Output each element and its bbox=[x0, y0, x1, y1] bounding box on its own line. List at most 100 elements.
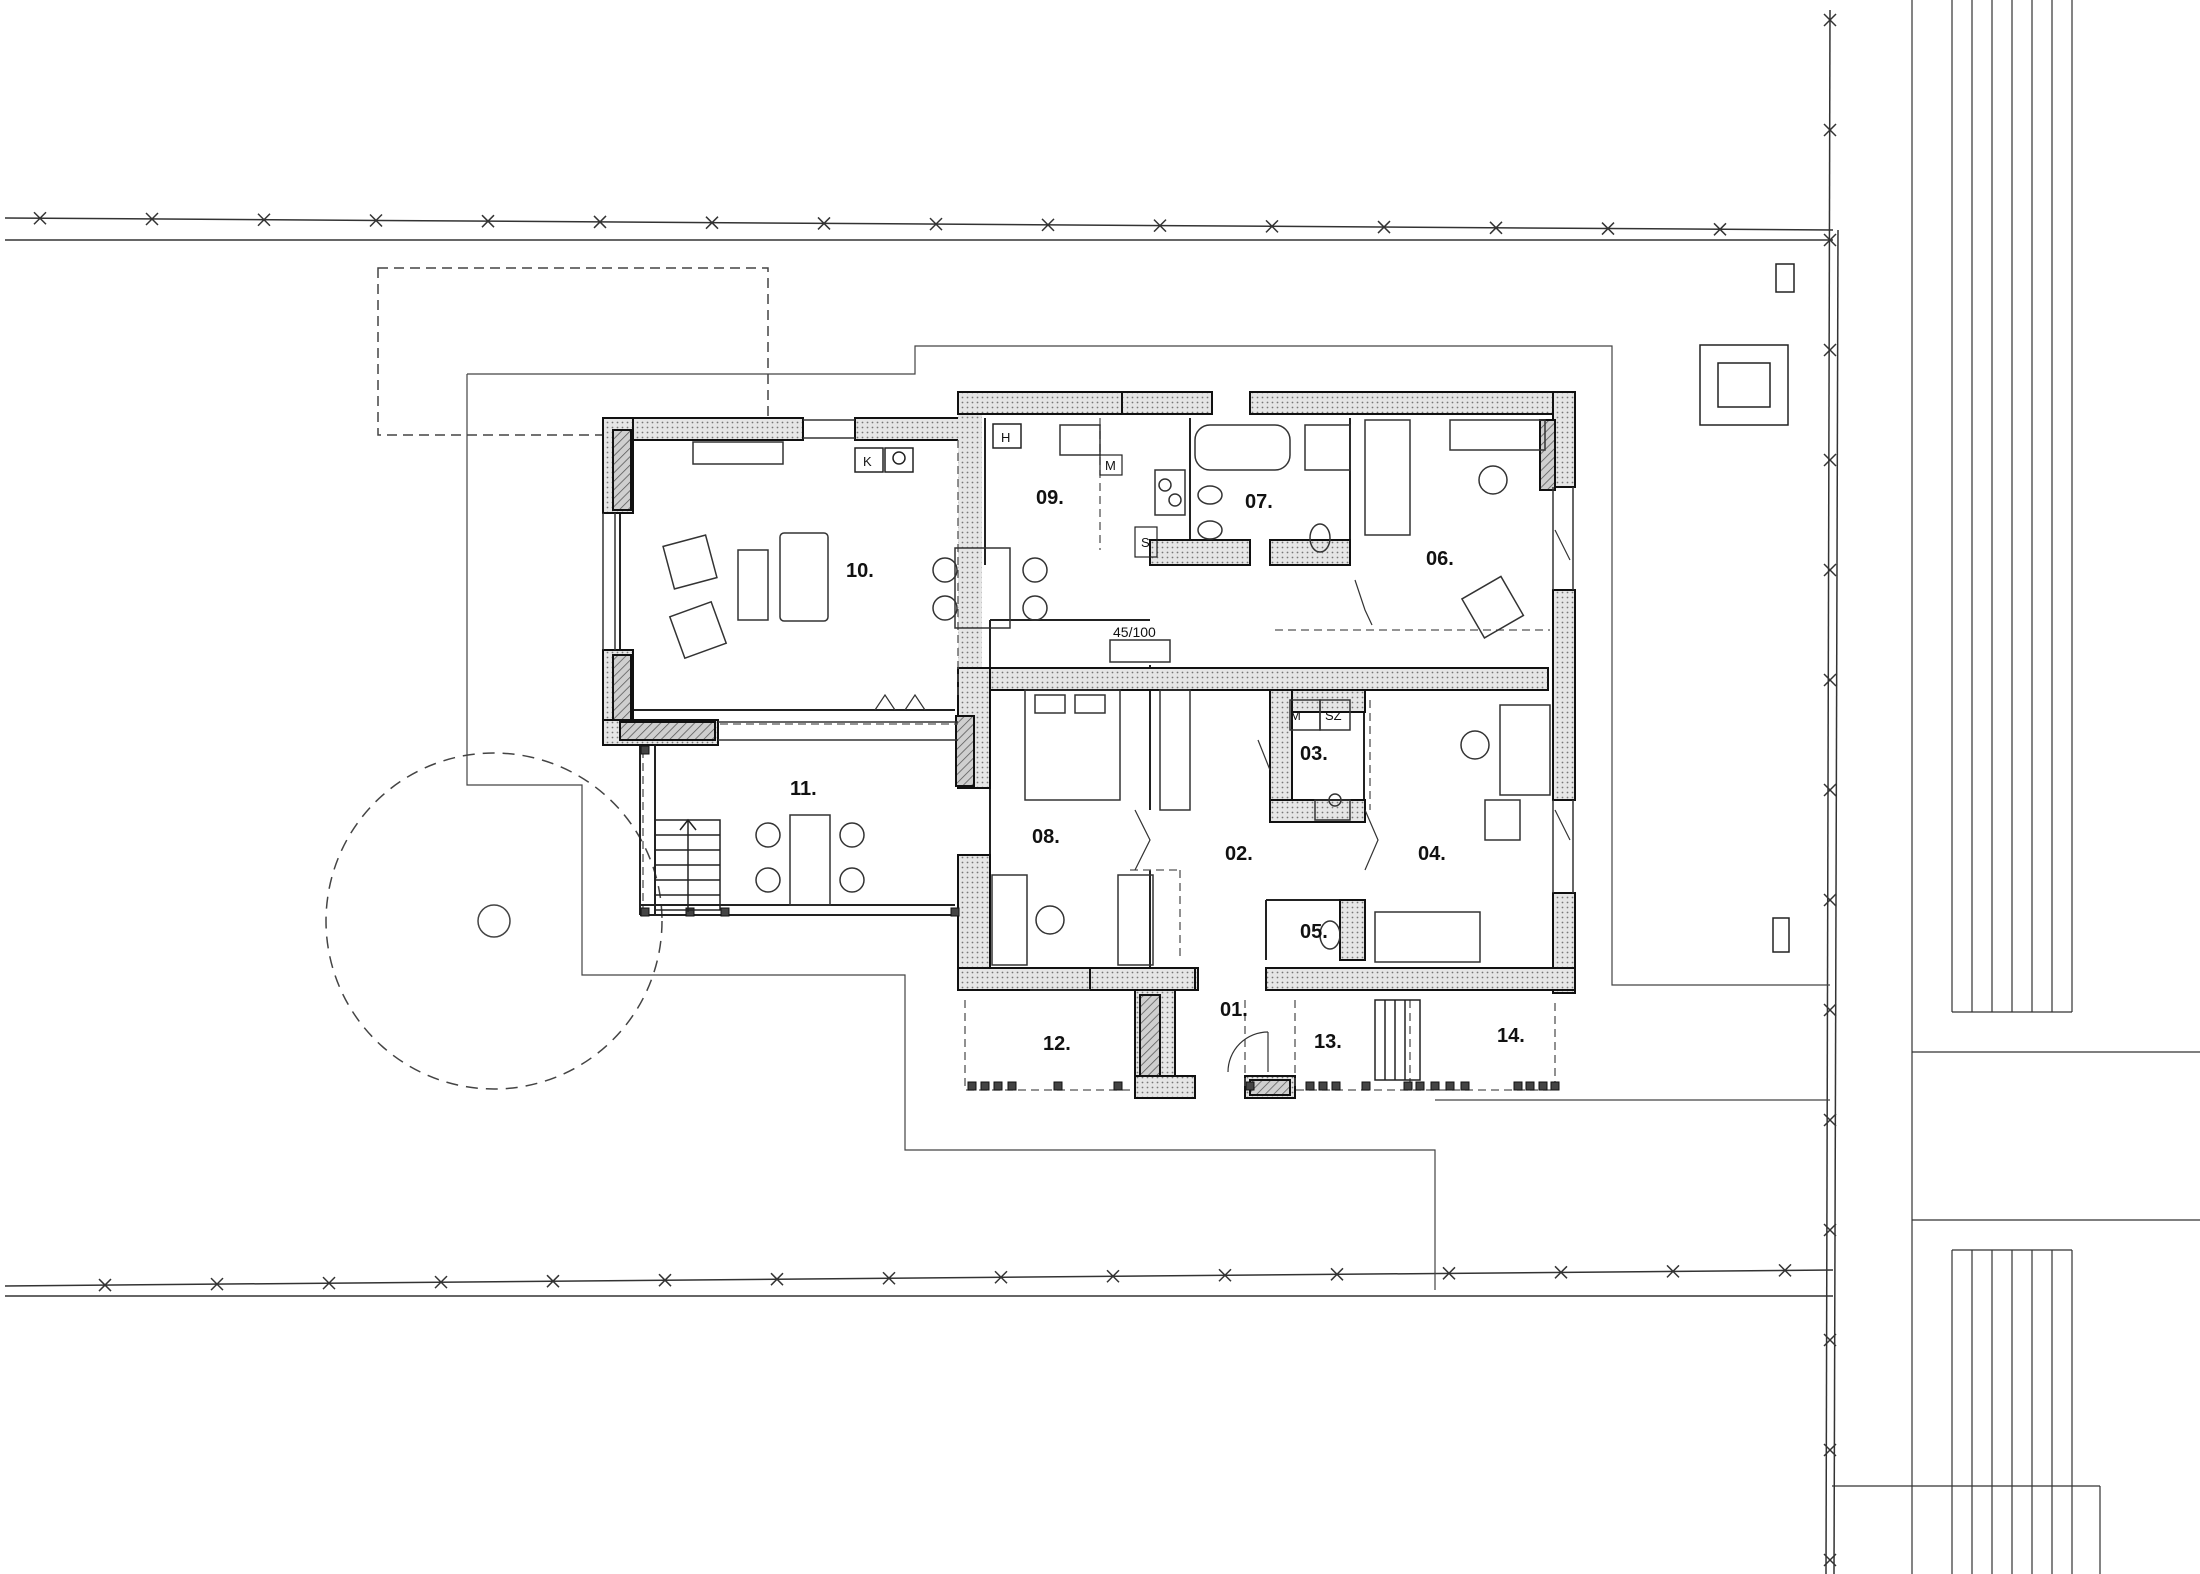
glazing bbox=[602, 419, 1574, 991]
terrace-post bbox=[1318, 1081, 1328, 1091]
fence-x-marker bbox=[1823, 1553, 1837, 1567]
terrace-post bbox=[685, 907, 695, 917]
fence-x-marker bbox=[1713, 222, 1727, 236]
terrace-post bbox=[1550, 1081, 1560, 1091]
terrace-post bbox=[1525, 1081, 1535, 1091]
fence-bottom bbox=[4, 1269, 1834, 1297]
fixture-labels: H K M S M SZ bbox=[854, 423, 1342, 723]
terrace-post bbox=[950, 907, 960, 917]
furniture bbox=[662, 419, 1551, 966]
fence-x-marker bbox=[1330, 1267, 1344, 1281]
fixture-sz-label: SZ bbox=[1325, 708, 1342, 723]
site-objects bbox=[1699, 263, 1795, 953]
fence-x-marker bbox=[1823, 233, 1837, 247]
window-dimension-label: 45/100 bbox=[1113, 624, 1156, 640]
fixture-s-label: S bbox=[1141, 535, 1150, 550]
room-14-label: 14. bbox=[1497, 1025, 1525, 1047]
fence-x-marker bbox=[145, 212, 159, 226]
room-01-label: 01. bbox=[1220, 999, 1248, 1021]
terrace-post bbox=[993, 1081, 1003, 1091]
terrace-post bbox=[1415, 1081, 1425, 1091]
terrace-post bbox=[1361, 1081, 1371, 1091]
fence-x-marker bbox=[994, 1270, 1008, 1284]
fence-x-marker bbox=[322, 1276, 336, 1290]
fence-x-marker bbox=[98, 1278, 112, 1292]
fence-x-marker bbox=[1041, 218, 1055, 232]
terrace-post bbox=[1445, 1081, 1455, 1091]
fence-x-marker bbox=[658, 1273, 672, 1287]
room-08-label: 08. bbox=[1032, 826, 1060, 848]
fixture-m2-label: M bbox=[1290, 708, 1301, 723]
door-swings bbox=[874, 529, 1571, 1073]
terrace-posts bbox=[640, 745, 1560, 1091]
fence-x-marker bbox=[1265, 219, 1279, 233]
terrace-post bbox=[1113, 1081, 1123, 1091]
fence-x-marker bbox=[481, 214, 495, 228]
fence-x-marker bbox=[817, 216, 831, 230]
fence-x-marker bbox=[1823, 673, 1837, 687]
terrace-post bbox=[1331, 1081, 1341, 1091]
fence-x-marker bbox=[1377, 220, 1391, 234]
terrace-post bbox=[1513, 1081, 1523, 1091]
fence-x-marker bbox=[434, 1275, 448, 1289]
terrace-post bbox=[1245, 1081, 1255, 1091]
tree-symbol bbox=[325, 752, 663, 1090]
fence-x-marker bbox=[705, 216, 719, 230]
terrace-post bbox=[640, 907, 650, 917]
fence-x-marker bbox=[929, 217, 943, 231]
road-area bbox=[1832, 0, 2200, 1574]
room-09-label: 09. bbox=[1036, 487, 1064, 509]
terrace-post bbox=[1430, 1081, 1440, 1091]
room-04-label: 04. bbox=[1418, 843, 1446, 865]
fence-x-marker bbox=[1823, 1113, 1837, 1127]
room-02-label: 02. bbox=[1225, 843, 1253, 865]
fence-x-marker bbox=[1823, 1333, 1837, 1347]
fence-x-marker bbox=[210, 1277, 224, 1291]
fence-x-marker bbox=[257, 213, 271, 227]
fixture-k-label: K bbox=[863, 454, 872, 469]
room-12-label: 12. bbox=[1043, 1033, 1071, 1055]
fence-x-marker bbox=[1823, 13, 1837, 27]
paving-outline bbox=[466, 345, 1830, 1290]
terrace-post bbox=[1007, 1081, 1017, 1091]
fence-x-marker bbox=[1489, 221, 1503, 235]
fence-x-marker bbox=[1554, 1265, 1568, 1279]
fence-x-marker bbox=[33, 211, 47, 225]
terrace-post bbox=[980, 1081, 990, 1091]
room-06-label: 06. bbox=[1426, 548, 1454, 570]
room-11-label: 11. bbox=[790, 778, 817, 800]
fence-x-marker bbox=[1601, 222, 1615, 236]
terrace-post bbox=[1460, 1081, 1470, 1091]
room-13-label: 13. bbox=[1314, 1031, 1342, 1053]
fixture-h-label: H bbox=[1001, 430, 1010, 445]
fence-x-marker bbox=[1153, 219, 1167, 233]
terrace-post bbox=[640, 745, 650, 755]
terrace-post bbox=[1403, 1081, 1413, 1091]
fence-top bbox=[4, 217, 1834, 241]
fence-x-marker bbox=[1823, 1003, 1837, 1017]
terraces bbox=[642, 418, 1556, 1091]
terrace-post bbox=[1305, 1081, 1315, 1091]
fence-x-marker bbox=[1823, 893, 1837, 907]
terrace-post bbox=[1053, 1081, 1063, 1091]
room-05-label: 05. bbox=[1300, 921, 1328, 943]
fence-x-marker bbox=[1666, 1264, 1680, 1278]
fence-x-marker bbox=[1778, 1263, 1792, 1277]
terrace-post bbox=[967, 1081, 977, 1091]
fence-x-marker bbox=[546, 1274, 560, 1288]
fence-x-marker bbox=[882, 1271, 896, 1285]
terrace-post bbox=[1538, 1081, 1548, 1091]
fence-x-marker bbox=[1823, 563, 1837, 577]
carport-outline bbox=[377, 267, 769, 436]
fence-x-marker bbox=[1823, 1223, 1837, 1237]
fence-x-marker bbox=[1823, 343, 1837, 357]
fence-x-marker bbox=[1823, 453, 1837, 467]
walls bbox=[602, 391, 1576, 1099]
stairs bbox=[654, 818, 1421, 1081]
fence-markers bbox=[33, 13, 1837, 1567]
room-labels: 01. 02. 03. 04. 05. 06. 07. 08. 09. 10. … bbox=[790, 487, 1525, 1055]
fence-x-marker bbox=[1823, 783, 1837, 797]
room-07-label: 07. bbox=[1245, 491, 1273, 513]
fence-x-marker bbox=[1823, 1443, 1837, 1457]
